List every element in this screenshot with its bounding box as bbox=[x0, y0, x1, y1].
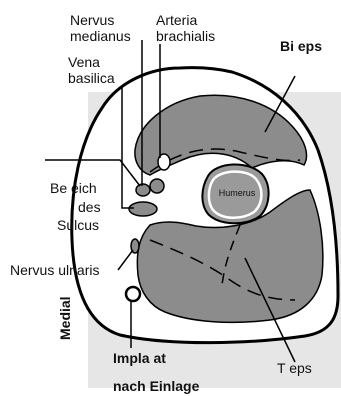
label-vena-basilica: Vena basilica bbox=[68, 54, 115, 86]
label-medial: Medial bbox=[57, 296, 73, 340]
label-implantat: Impla at bbox=[113, 350, 166, 366]
label-nach-einlage: nach Einlage bbox=[113, 378, 200, 394]
vena-basilica-shape bbox=[136, 184, 150, 196]
label-biceps: Bi eps bbox=[280, 38, 322, 54]
implantat-marker bbox=[126, 287, 140, 301]
nervus-medianus-shape bbox=[150, 179, 164, 193]
label-triceps: T eps bbox=[277, 360, 312, 376]
label-nervus-medianus: Nervus medianus bbox=[70, 12, 131, 44]
label-nervus-ulnaris: Nervus ulnaris bbox=[10, 262, 99, 278]
label-bereich-sulcus: Be eich des Sulcus bbox=[50, 180, 104, 233]
label-humerus: Humerus bbox=[219, 188, 256, 198]
sulcus-region-shape bbox=[129, 202, 157, 216]
label-arteria-brachialis: Arteria brachialis bbox=[156, 12, 215, 44]
